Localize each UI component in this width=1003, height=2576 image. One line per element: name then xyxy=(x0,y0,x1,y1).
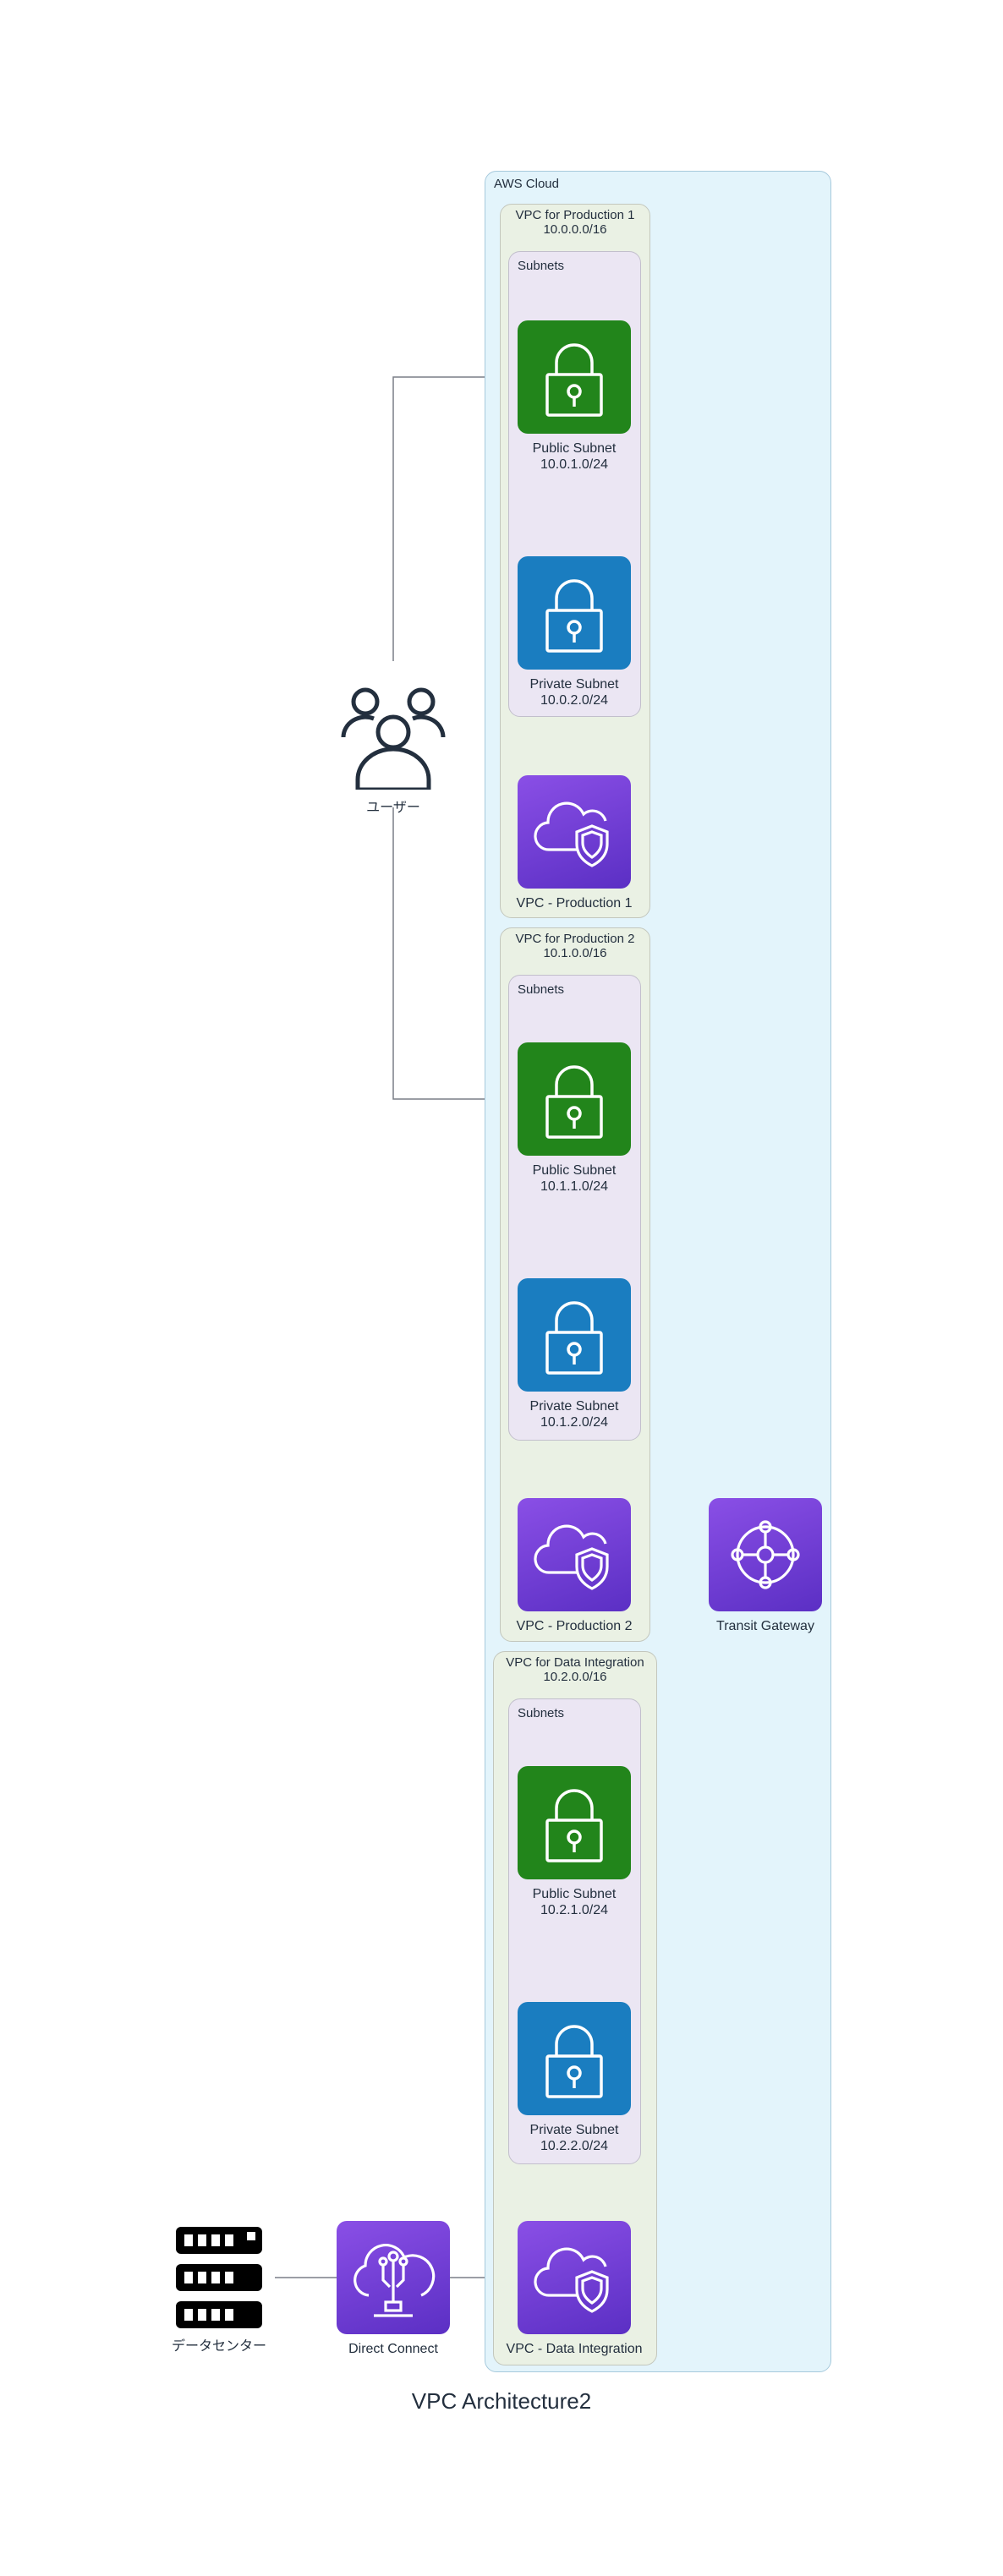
datacenter-server-icon[interactable] xyxy=(176,2227,262,2328)
users-to-public-subnet-1-line xyxy=(392,376,518,661)
public-subnet-label: Public Subnet xyxy=(532,1163,617,1178)
private-subnet-cidr: 10.0.2.0/24 xyxy=(540,693,609,708)
private-subnet-cidr: 10.2.2.0/24 xyxy=(540,2139,609,2153)
datacenter-label: データセンター xyxy=(171,2339,266,2354)
subnets-label: Subnets xyxy=(518,982,565,997)
private-subnet-label: Private Subnet xyxy=(529,2123,619,2137)
private-subnet-icon[interactable] xyxy=(518,1278,631,1392)
vpc-icon-label: VPC - Production 2 xyxy=(516,1619,633,1633)
users-to-public-subnet-2-line xyxy=(392,807,518,1100)
private-subnet-cidr: 10.1.2.0/24 xyxy=(540,1415,609,1430)
diagram-title: VPC Architecture2 xyxy=(411,2388,592,2414)
private-subnet-label: Private Subnet xyxy=(529,1399,619,1414)
direct-connect-icon[interactable] xyxy=(337,2221,450,2334)
subnets-label: Subnets xyxy=(518,1706,565,1720)
vpc-group-label: VPC for Production 2 xyxy=(515,932,635,946)
subnets-label: Subnets xyxy=(518,259,565,273)
public-subnet-cidr: 10.2.1.0/24 xyxy=(540,1903,609,1917)
direct-connect-label: Direct Connect xyxy=(348,2342,438,2356)
public-subnet-icon[interactable] xyxy=(518,320,631,434)
vpc-icon-label: VPC - Data Integration xyxy=(506,2342,643,2356)
public-subnet-icon[interactable] xyxy=(518,1042,631,1156)
aws-cloud-label: AWS Cloud xyxy=(494,177,559,191)
vpc-group-label: VPC for Data Integration xyxy=(506,1655,644,1670)
vpc-group-label: VPC for Production 1 xyxy=(515,208,635,222)
vpc-cidr: 10.1.0.0/16 xyxy=(543,946,607,960)
public-subnet-cidr: 10.0.1.0/24 xyxy=(540,457,609,472)
public-subnet-label: Public Subnet xyxy=(532,1887,617,1901)
private-subnet-icon[interactable] xyxy=(518,2002,631,2115)
private-subnet-icon[interactable] xyxy=(518,556,631,670)
vpc-cidr: 10.2.0.0/16 xyxy=(543,1670,607,1684)
vpc-cloud-shield-icon[interactable] xyxy=(518,1498,631,1611)
vpc-icon-label: VPC - Production 1 xyxy=(516,896,633,911)
users-icon[interactable] xyxy=(337,676,450,792)
public-subnet-icon[interactable] xyxy=(518,1766,631,1879)
public-subnet-cidr: 10.1.1.0/24 xyxy=(540,1179,609,1194)
vpc-cloud-shield-icon[interactable] xyxy=(518,775,631,889)
vpc-cidr: 10.0.0.0/16 xyxy=(543,222,607,237)
transit-gateway-label: Transit Gateway xyxy=(716,1619,814,1633)
transit-gateway-icon[interactable] xyxy=(709,1498,822,1611)
private-subnet-label: Private Subnet xyxy=(529,677,619,692)
public-subnet-label: Public Subnet xyxy=(532,441,617,456)
vpc-cloud-shield-icon[interactable] xyxy=(518,2221,631,2334)
users-label: ユーザー xyxy=(366,801,420,815)
